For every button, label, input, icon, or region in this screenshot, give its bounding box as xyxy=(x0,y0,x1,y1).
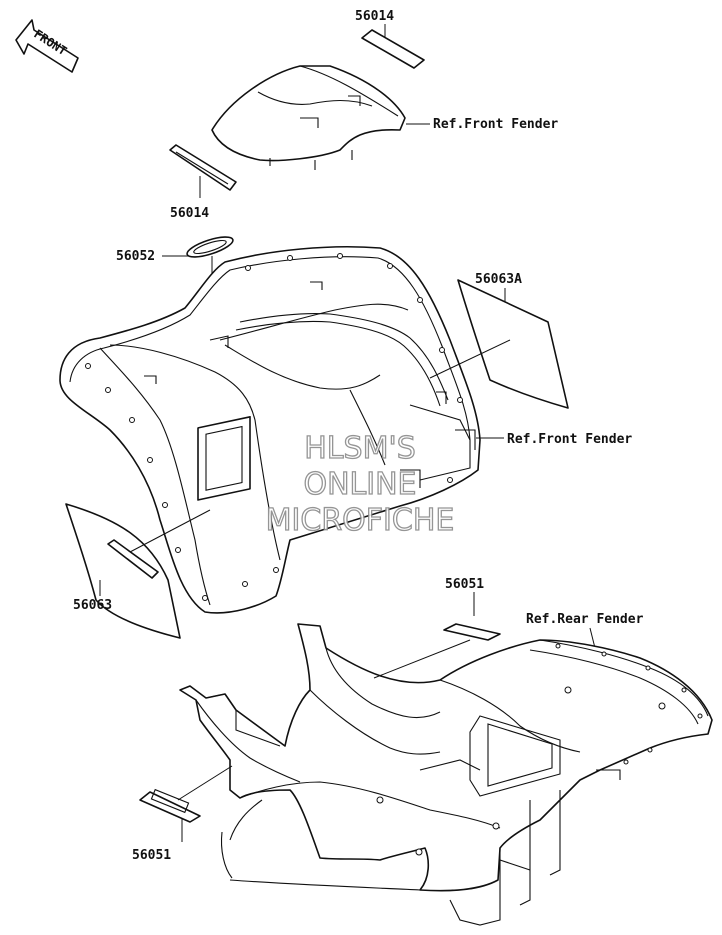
leader-rear-mark-right xyxy=(373,639,471,679)
callout-rear-mark-left[interactable]: 56051 xyxy=(132,848,171,863)
rear-fender xyxy=(179,623,713,926)
front-direction-arrow: FRONT xyxy=(15,19,79,73)
rear-mark-decal-left xyxy=(139,791,201,823)
side-panel-decal-left xyxy=(65,503,181,639)
brute-force-badge xyxy=(107,539,159,579)
watermark-line-1: HLSM'S xyxy=(304,431,416,466)
callout-side-emblem-decal[interactable]: 56014 xyxy=(170,206,209,221)
watermark-line-3: MICROFICHE xyxy=(266,503,455,538)
leader-side-panel-left xyxy=(129,509,211,553)
top-decal xyxy=(361,29,425,69)
watermark: HLSM'S ONLINE MICROFICHE xyxy=(265,430,455,538)
callout-oval-emblem[interactable]: 56052 xyxy=(116,249,155,264)
callout-top-decal[interactable]: 56014 xyxy=(355,9,394,24)
callout-side-panel-left[interactable]: 56063 xyxy=(73,598,112,613)
leader-side-panel-right xyxy=(429,339,511,379)
side-panel-decal-right xyxy=(457,279,569,409)
ref-front-fender-top[interactable]: Ref.Front Fender xyxy=(433,117,558,132)
ref-rear-fender[interactable]: Ref.Rear Fender xyxy=(526,612,644,627)
callout-side-panel-right[interactable]: 56063A xyxy=(475,272,522,287)
rear-mark-decal-right xyxy=(443,623,501,641)
front-fender xyxy=(59,245,481,614)
leader-rear-mark-left xyxy=(177,765,233,801)
kawasaki-decal xyxy=(169,144,237,191)
watermark-line-2: ONLINE xyxy=(303,467,416,502)
front-cowl xyxy=(211,65,406,170)
oval-emblem xyxy=(186,236,234,258)
ref-front-fender-main[interactable]: Ref.Front Fender xyxy=(507,432,632,447)
callout-rear-mark-right[interactable]: 56051 xyxy=(445,577,484,592)
